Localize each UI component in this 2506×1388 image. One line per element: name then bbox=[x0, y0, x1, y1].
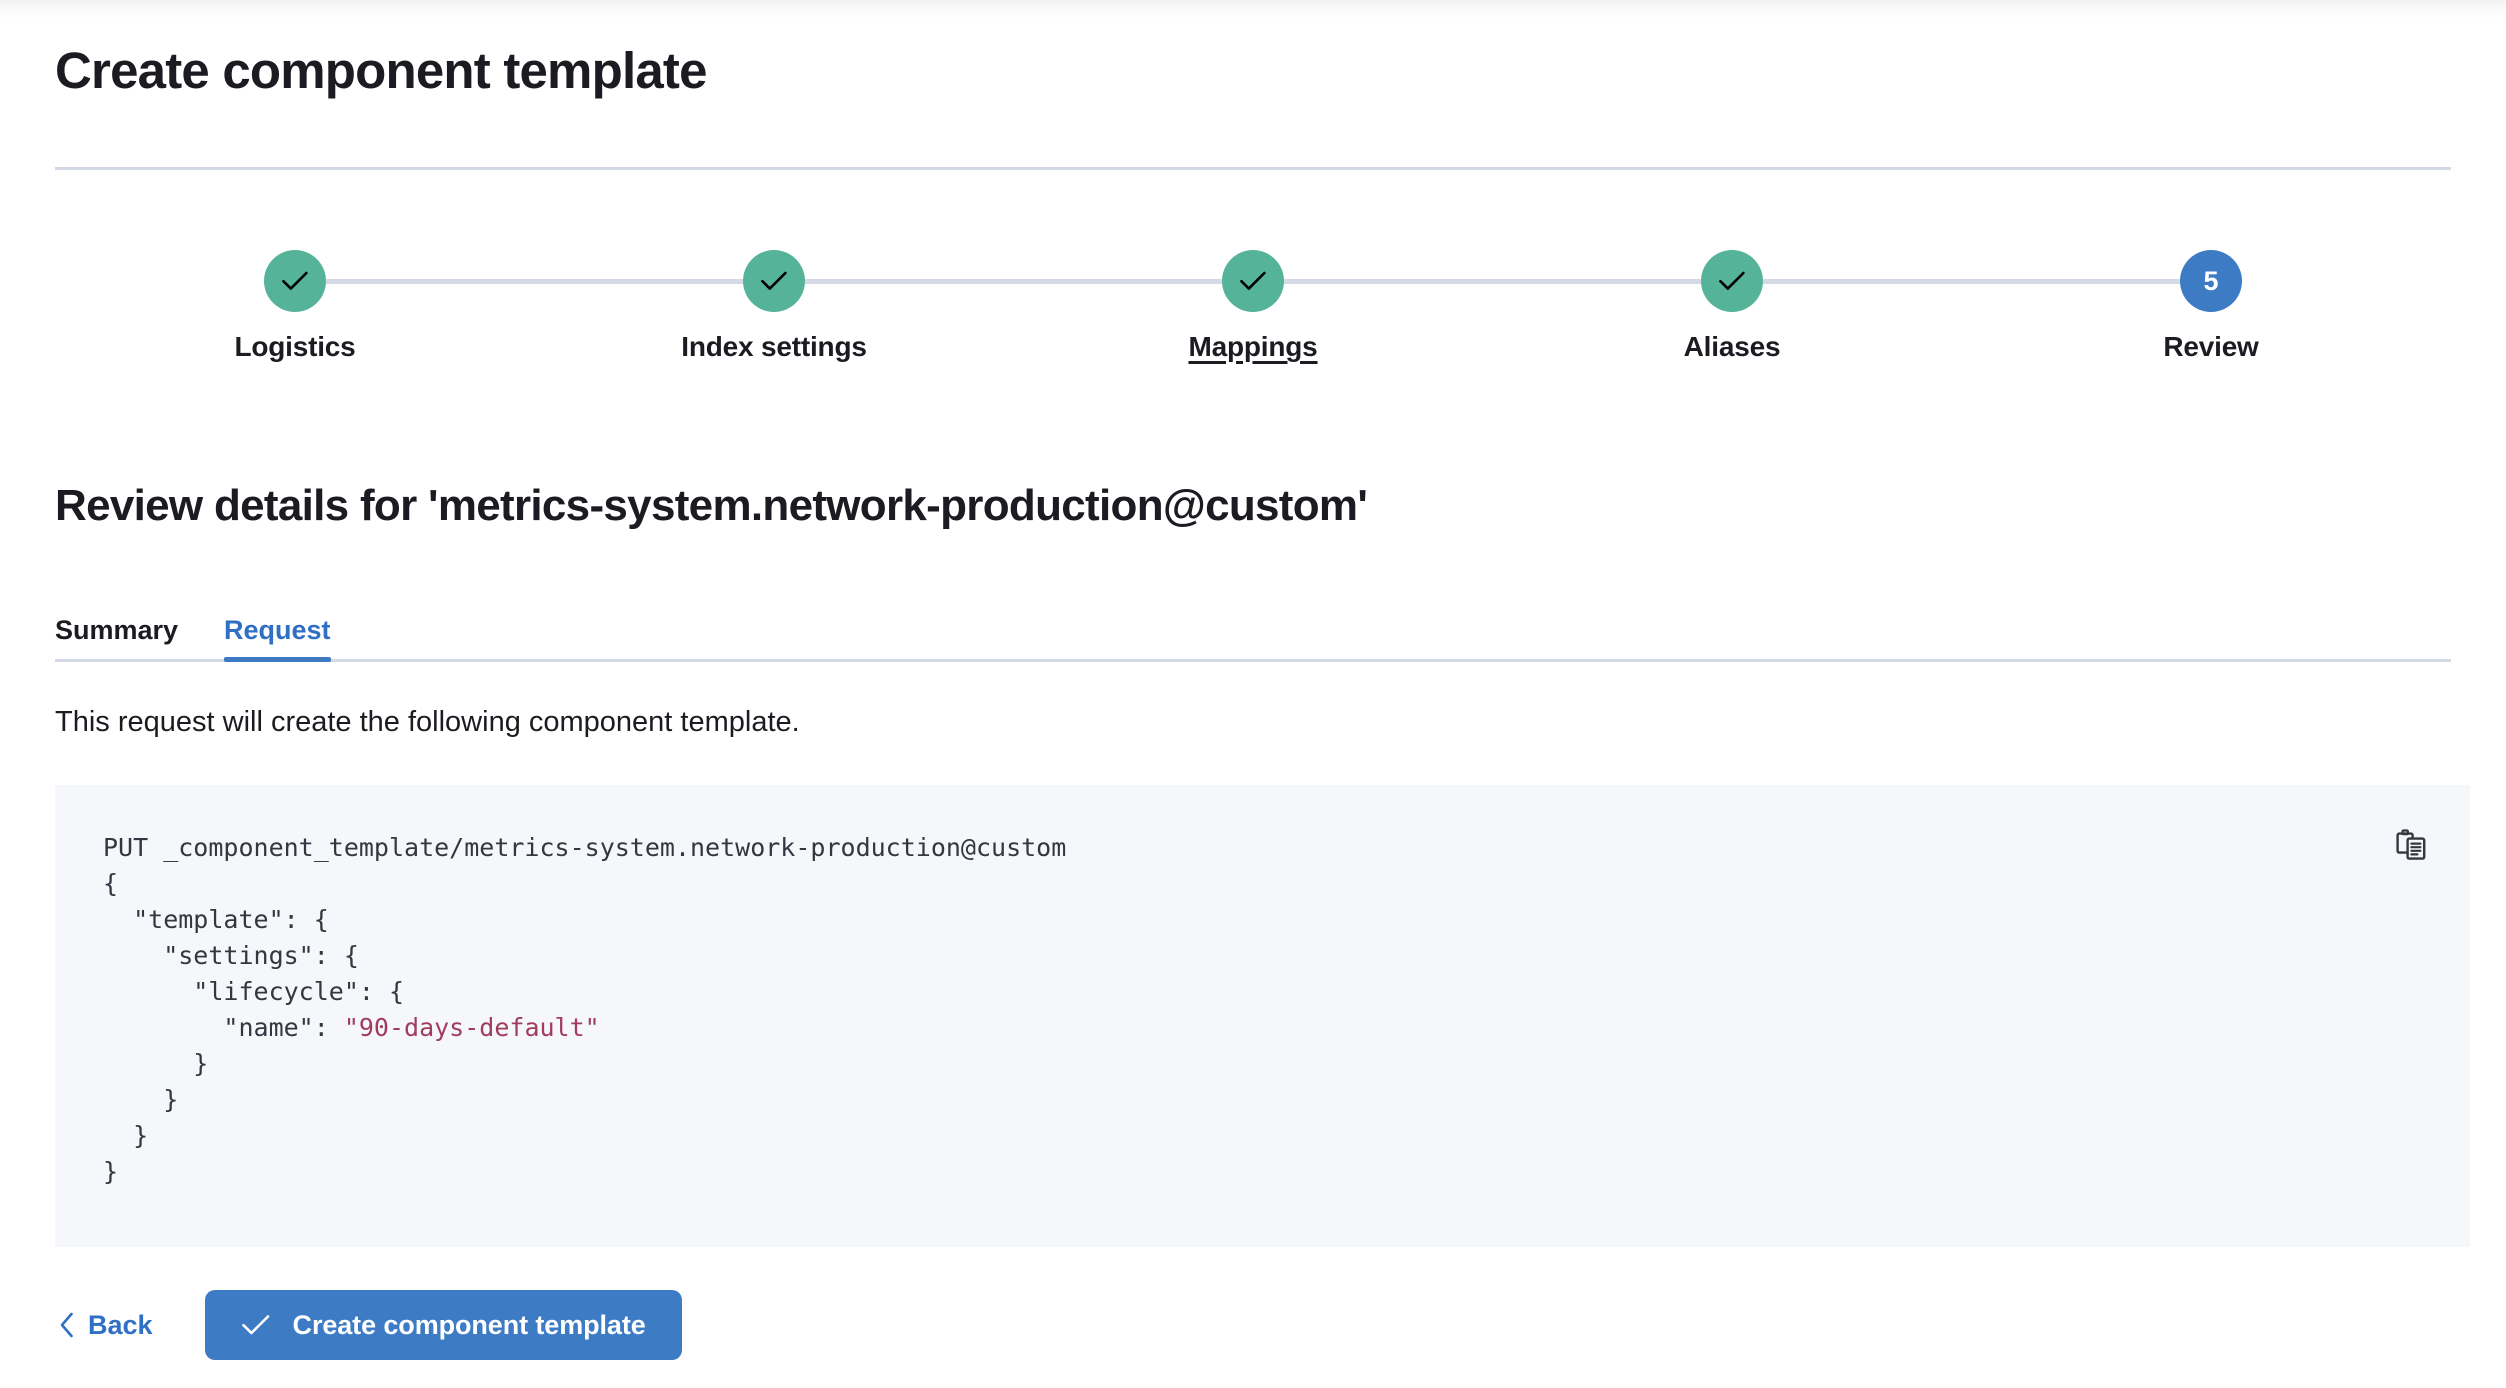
check-icon bbox=[1718, 270, 1746, 292]
stepper-step-label: Aliases bbox=[1683, 331, 1781, 362]
tabs-divider bbox=[55, 659, 2451, 662]
request-description: This request will create the following c… bbox=[55, 706, 800, 738]
step-connector bbox=[326, 279, 743, 284]
tab-summary[interactable]: Summary bbox=[55, 615, 178, 662]
review-tabs: Summary Request bbox=[55, 600, 2451, 662]
step-complete-badge bbox=[1222, 250, 1284, 312]
stepper-step-index-settings[interactable]: Index settings bbox=[624, 250, 924, 364]
step-connector bbox=[805, 279, 1222, 284]
check-icon bbox=[281, 270, 309, 292]
step-connector bbox=[1763, 279, 2180, 284]
check-icon bbox=[1239, 270, 1267, 292]
request-code-panel: PUT _component_template/metrics-system.n… bbox=[55, 785, 2470, 1247]
chevron-left-icon bbox=[59, 1312, 75, 1338]
tab-request[interactable]: Request bbox=[224, 615, 331, 662]
stepper-step-label: Index settings bbox=[681, 331, 867, 362]
code-string-value: "90-days-default" bbox=[343, 1013, 600, 1042]
stepper-step-label: Mappings bbox=[1188, 331, 1318, 362]
step-number-badge: 5 bbox=[2180, 250, 2242, 312]
footer-actions: Back Create component template bbox=[55, 1290, 682, 1360]
stepper-step-label: Logistics bbox=[234, 331, 356, 362]
stepper-step-aliases[interactable]: Aliases bbox=[1582, 250, 1882, 364]
step-connector bbox=[1284, 279, 1701, 284]
stepper-step-logistics[interactable]: Logistics bbox=[145, 250, 445, 364]
back-button[interactable]: Back bbox=[55, 1302, 157, 1349]
create-component-template-button-label: Create component template bbox=[292, 1309, 646, 1340]
step-number: 5 bbox=[2203, 265, 2219, 296]
step-complete-badge bbox=[264, 250, 326, 312]
step-complete-badge bbox=[743, 250, 805, 312]
create-component-template-button[interactable]: Create component template bbox=[204, 1290, 682, 1360]
request-code-body: PUT _component_template/metrics-system.n… bbox=[103, 833, 1067, 1186]
check-icon bbox=[760, 270, 788, 292]
stepper-step-label: Review bbox=[2163, 331, 2259, 362]
stepper-step-mappings[interactable]: Mappings bbox=[1103, 250, 1403, 364]
step-complete-badge bbox=[1701, 250, 1763, 312]
back-button-label: Back bbox=[88, 1309, 153, 1340]
check-icon bbox=[241, 1313, 271, 1337]
title-divider bbox=[55, 167, 2451, 170]
review-heading: Review details for 'metrics-system.netwo… bbox=[55, 481, 1368, 530]
page-title: Create component template bbox=[55, 42, 707, 99]
top-shadow bbox=[0, 0, 2506, 26]
copy-clipboard-icon[interactable] bbox=[2389, 823, 2433, 867]
